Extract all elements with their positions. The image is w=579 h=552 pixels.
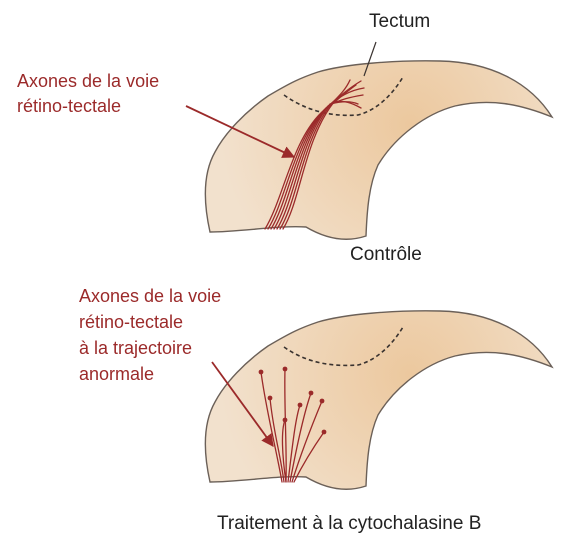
axon-growth-cone — [258, 369, 264, 375]
control-tissue-outline — [204, 60, 554, 240]
axon-growth-cone — [308, 390, 314, 396]
treated-caption: Traitement à la cytochalasine B — [217, 513, 481, 534]
treated-tissue-outline — [204, 310, 554, 490]
control-caption: Contrôle — [350, 244, 422, 265]
treated-axon — [287, 404, 301, 483]
treated-axon-label-line: anormale — [79, 364, 154, 384]
control-axon — [279, 79, 351, 230]
control-axon-bundle — [264, 79, 365, 230]
treated-axon-label-line: Axones de la voie — [79, 286, 221, 306]
axon-growth-cone — [297, 402, 303, 408]
control-axon — [267, 80, 362, 230]
control-axon — [264, 84, 357, 230]
treated-axon — [281, 419, 287, 483]
treated-axon — [284, 368, 287, 483]
treated-axon — [293, 431, 325, 483]
treated-axon-label: Axones de la voie rétino-tectale à la tr… — [79, 286, 226, 384]
axon-growth-cone — [282, 366, 288, 372]
treated-axon — [269, 397, 285, 483]
control-axon — [282, 100, 362, 230]
control-axon-label-line: Axones de la voie — [17, 71, 159, 91]
control-tectum-boundary — [283, 76, 404, 117]
control-axon — [270, 87, 365, 230]
treated-axon-label-line: à la trajectoire — [79, 338, 192, 358]
treated-axon — [289, 392, 312, 483]
control-axon-label: Axones de la voie rétino-tectale — [17, 71, 164, 116]
axon-growth-cone — [319, 398, 325, 404]
treated-axon-label-line: rétino-tectale — [79, 312, 183, 332]
control-axon — [276, 101, 359, 230]
axon-growth-cone — [267, 395, 273, 401]
axon-growth-cone — [282, 417, 288, 423]
treated-axon — [291, 400, 323, 483]
tectum-label: Tectum — [369, 11, 430, 32]
control-axon — [273, 94, 364, 230]
treated-panel: Axones de la voie rétino-tectale à la tr… — [79, 286, 554, 534]
treated-tectum-boundary — [283, 326, 404, 367]
control-axon-label-line: rétino-tectale — [17, 96, 121, 116]
treated-axon-pointer-arrow — [211, 361, 274, 448]
treated-axon-fan — [260, 368, 325, 483]
control-axon-pointer-arrow — [185, 105, 296, 158]
tectum-pointer-line — [363, 41, 377, 77]
axon-growth-cone — [321, 429, 327, 435]
treated-axon-tips — [258, 366, 327, 435]
treated-axon — [260, 371, 283, 483]
control-panel: Tectum Axones de la voie rétino-tectale … — [17, 11, 554, 265]
